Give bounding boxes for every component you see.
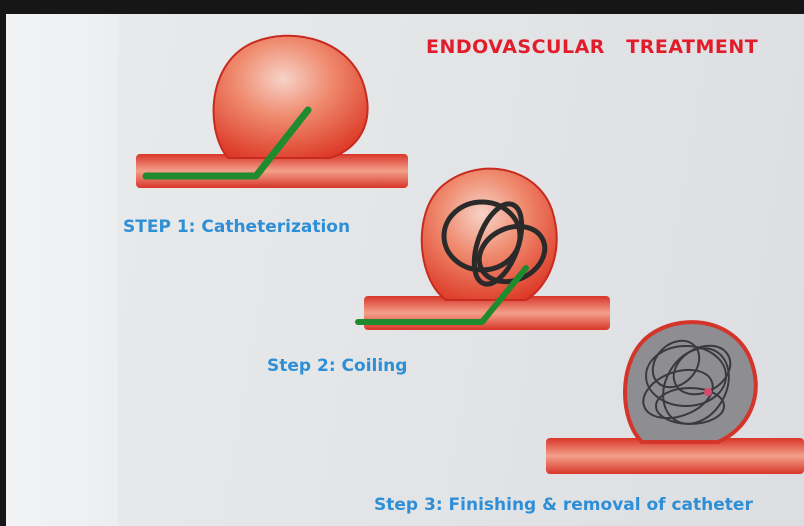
step3-caption: Step 3: Finishing & removal of catheter (374, 495, 753, 515)
step3-coil-center-mark (704, 388, 712, 396)
slide-title: ENDOVASCULAR TREATMENT (426, 36, 758, 58)
slide: ENDOVASCULAR TREATMENT STEP 1: Catheteri… (6, 14, 804, 526)
step1-aneurysm-sac (214, 36, 368, 158)
step1-caption: STEP 1: Catheterization (123, 217, 350, 237)
diagram-art (6, 14, 804, 526)
step2-caption: Step 2: Coiling (267, 356, 407, 376)
step3-aneurysm (546, 322, 804, 474)
step1-aneurysm (136, 36, 408, 188)
step2-aneurysm (358, 169, 610, 330)
